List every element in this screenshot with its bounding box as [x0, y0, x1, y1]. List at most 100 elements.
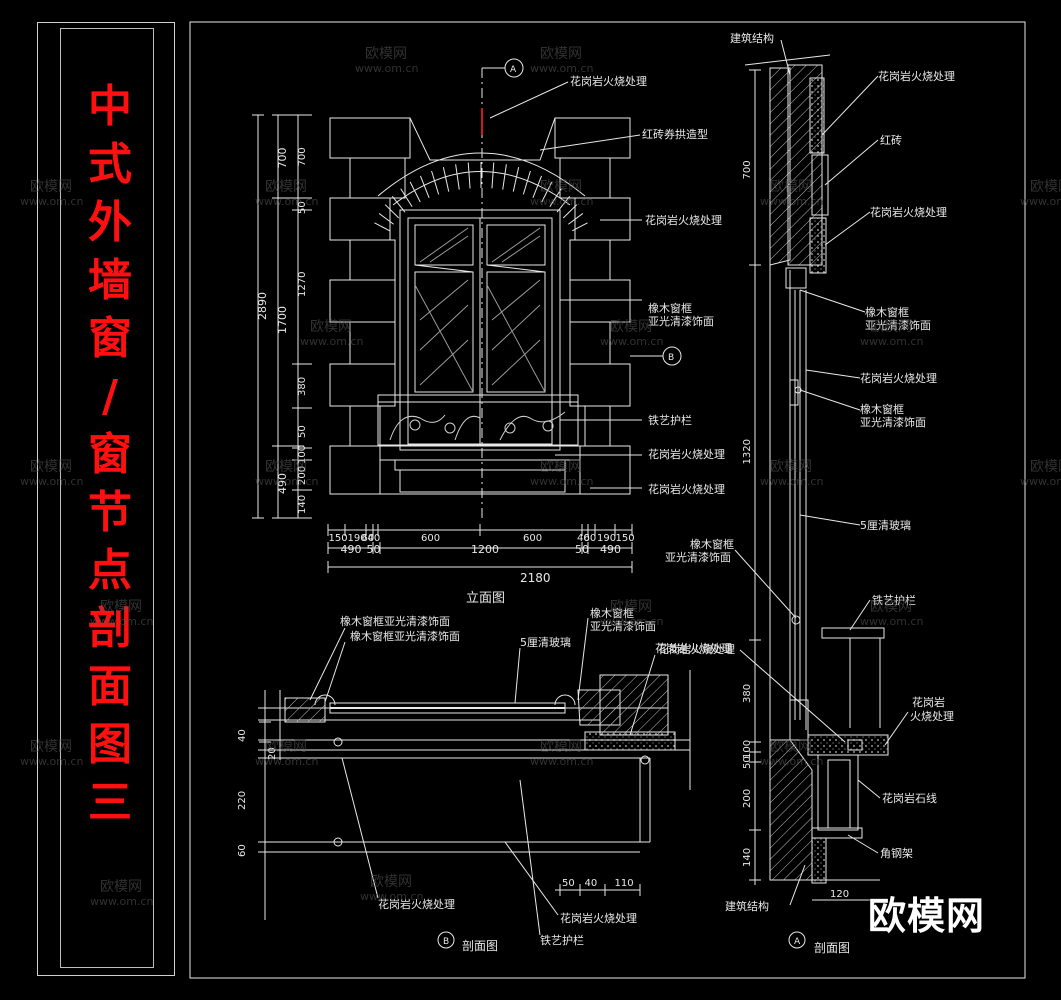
dim-inner: 1270 [297, 272, 308, 297]
dim-tick [455, 164, 460, 190]
title-char: 式 [88, 139, 132, 190]
dim-tick [491, 162, 495, 189]
watermark-logo: 欧模网 [610, 319, 652, 335]
dim-tick [572, 222, 588, 232]
elevation-caption: 立面图 [466, 591, 505, 606]
secb-iron-rail: 铁艺护栏 [540, 933, 584, 947]
title-char: 外 [88, 197, 132, 248]
label-granite-top: 花岗岩火烧处理 [570, 74, 647, 88]
drawing-frame [189, 21, 1026, 979]
secb-granite-bc: 花岗岩火烧处理 [560, 911, 637, 925]
dim-tick [549, 188, 562, 208]
brand-watermark: 欧模网 [868, 894, 986, 938]
marker-b-label: B [668, 353, 674, 363]
watermark-site: www.om.cn [90, 615, 153, 628]
secb-dim-left: 220 [237, 791, 248, 810]
watermark-logo: 欧模网 [310, 319, 352, 335]
dim-tick [391, 195, 406, 213]
dim-tick [467, 162, 471, 189]
dim-inner: 50 [297, 201, 308, 214]
watermark-logo: 欧模网 [30, 179, 72, 195]
dim-bottom-1: 60 [362, 533, 375, 544]
dim-tick [384, 204, 400, 219]
section-b-view [258, 617, 691, 949]
secb-glass: 5厘清玻璃 [520, 635, 571, 649]
secb-dim-bottom: 50 [562, 878, 575, 889]
dim-total: 2180 [520, 571, 551, 585]
dim-bottom-1: 60 [584, 533, 597, 544]
secb-dim-left: 40 [237, 729, 248, 742]
label-brick-arch: 红砖券拱造型 [642, 127, 708, 141]
dim-tick [532, 175, 543, 199]
secb-oak-a: 橡木窗框亚光清漆饰面 [340, 614, 450, 628]
title-char: 图 [88, 719, 132, 770]
watermark-site: www.om.cn [355, 62, 418, 75]
watermark-site: www.om.cn [255, 475, 318, 488]
watermark-logo: 欧模网 [870, 319, 912, 335]
seca-dim-left: 140 [742, 848, 753, 867]
watermark-site: www.om.cn [530, 755, 593, 768]
dim-bottom-2: 1200 [471, 543, 499, 556]
marker-a-label: A [510, 65, 517, 75]
secb-oak-right-1: 橡木窗框 [590, 606, 634, 620]
drawing-title: 中式外墙窗/窗节点剖面图三 [78, 78, 142, 832]
title-frame-outer [37, 22, 175, 976]
seca-oak-3a: 橡木窗框 [690, 537, 734, 551]
dim-inner: 50 [297, 425, 308, 438]
watermark-logo: 欧模网 [265, 459, 307, 475]
dim-tick [556, 195, 571, 213]
title-char: / [101, 371, 119, 422]
watermark-logo: 欧模网 [1030, 459, 1061, 475]
watermark-site: www.om.cn [255, 755, 318, 768]
dim-bottom-2: 50 [575, 543, 589, 556]
secb-marker: B [443, 937, 449, 947]
secb-dim-bottom: 110 [615, 878, 634, 889]
seca-caption: 剖面图 [814, 941, 850, 955]
seca-oak-3b: 亚光清漆饰面 [665, 550, 731, 564]
watermark-logo: 欧模网 [540, 739, 582, 755]
watermark-logo: 欧模网 [30, 739, 72, 755]
seca-dim-bottom: 120 [830, 889, 849, 900]
title-char: 窗 [88, 313, 132, 364]
title-char: 节 [88, 487, 132, 538]
secb-dim-left: 60 [237, 844, 248, 857]
watermark-site: www.om.cn [860, 335, 923, 348]
dim-tick [419, 175, 430, 199]
dim-tick [562, 204, 578, 219]
dim-bottom-1: 600 [523, 533, 542, 544]
seca-dim-left: 380 [742, 684, 753, 703]
seca-oak-2a: 橡木窗框 [860, 402, 904, 416]
watermark-logo: 欧模网 [365, 46, 407, 62]
watermark-logo: 欧模网 [265, 179, 307, 195]
seca-granite-3: 花岗岩火烧处理 [860, 371, 937, 385]
section-a-view [734, 39, 909, 949]
dim-bottom-1: 190 [348, 533, 367, 544]
watermark-logo: 欧模网 [30, 459, 72, 475]
watermark-logo: 欧模网 [870, 599, 912, 615]
secb-dim-left: 20 [267, 747, 278, 760]
watermark-logo: 欧模网 [770, 459, 812, 475]
watermark-site: www.om.cn [1020, 195, 1061, 208]
dim-tick [442, 167, 450, 192]
label-granite-right: 花岗岩火烧处理 [645, 213, 722, 227]
dim-inner: 140 [297, 495, 308, 514]
seca-dim-left: 700 [742, 160, 753, 179]
label-oak-frame-2: 亚光清漆饰面 [648, 314, 714, 328]
watermark-logo: 欧模网 [100, 879, 142, 895]
dim-bottom-1: 40 [368, 533, 381, 544]
seca-granite-4: 花岗岩火烧处理 [655, 641, 732, 655]
seca-angle-steel: 角钢架 [880, 847, 913, 860]
title-char: 三 [88, 777, 132, 828]
dim-tick [431, 170, 440, 195]
seca-dim-left: 50 [742, 756, 753, 769]
seca-granite-line: 花岗岩石线 [882, 791, 937, 805]
elevation-view [252, 58, 682, 573]
dim-tick [378, 213, 394, 225]
watermark-site: www.om.cn [600, 615, 663, 628]
secb-dim-bottom: 40 [585, 878, 598, 889]
watermark-site: www.om.cn [530, 475, 593, 488]
dim-bottom-1: 40 [577, 533, 590, 544]
dim-inner: 200 [297, 466, 308, 485]
dim-tick [502, 164, 507, 190]
